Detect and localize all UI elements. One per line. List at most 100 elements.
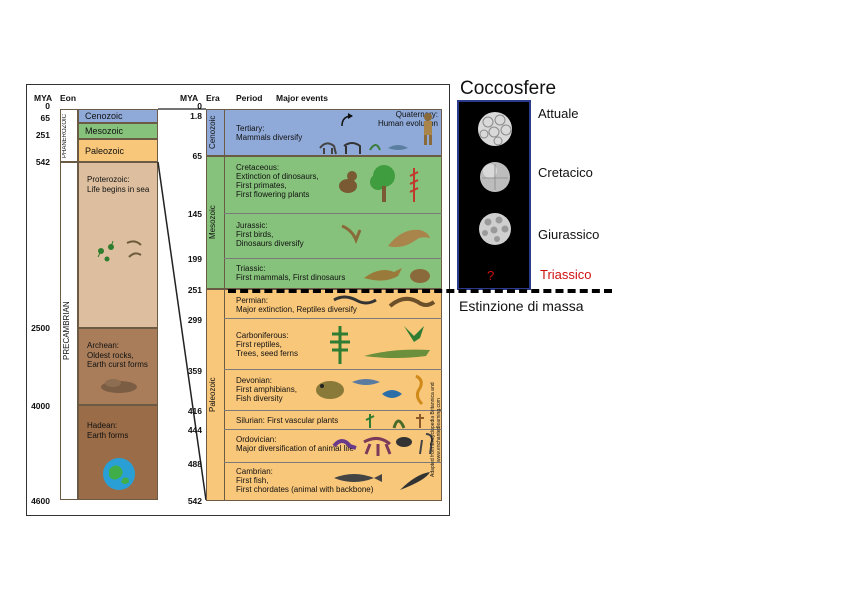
eon-archean-name: Archean: bbox=[87, 341, 120, 350]
tick-left: 542 bbox=[35, 157, 50, 167]
period-line: Dinosaurs diversify bbox=[236, 239, 304, 248]
label-giurassico: Giurassico bbox=[538, 227, 600, 242]
eon-proterozoic-desc: Life begins in sea bbox=[87, 185, 150, 194]
tick-right: 542 bbox=[187, 496, 202, 506]
period-separator bbox=[224, 318, 442, 319]
eon-proterozoic-name: Proterozoic: bbox=[87, 175, 130, 184]
phanerozoic-column bbox=[60, 109, 78, 162]
mammals-icon bbox=[319, 142, 408, 155]
header-eon: Eon bbox=[60, 93, 77, 103]
period-quaternary: Quaternary: Human evolution bbox=[360, 110, 438, 128]
mass-extinction-dashed-line bbox=[228, 289, 612, 293]
period-jurassic: Jurassic: First birds, Dinosaurs diversi… bbox=[236, 221, 304, 248]
credit-text-container: Adapted from Encyclopedia Britannica and… bbox=[430, 360, 442, 500]
eon-hadean-name: Hadean: bbox=[87, 421, 118, 430]
eon-hadean-box: Hadean: Earth forms bbox=[78, 405, 158, 500]
period-separator bbox=[224, 410, 442, 411]
cambrian-icons bbox=[334, 472, 430, 490]
tick-left: 4000 bbox=[31, 401, 50, 411]
era-mesozoic-vertical: Mesozoic bbox=[208, 205, 217, 240]
period-line: First reptiles, bbox=[236, 340, 282, 349]
period-line: First fish, bbox=[236, 476, 269, 485]
precambrian-column bbox=[60, 162, 78, 500]
period-line: Trees, seed ferns bbox=[236, 349, 298, 358]
tick-right: 251 bbox=[187, 285, 202, 295]
period-name: Carboniferous: bbox=[236, 331, 289, 340]
tick-right: 444 bbox=[187, 425, 202, 435]
tick-right: 199 bbox=[187, 254, 202, 264]
period-line: First mammals, First dinosaurs bbox=[236, 273, 346, 282]
era-cenozoic-vertical: Cenozoic bbox=[208, 115, 217, 150]
period-silurian: Silurian: First vascular plants bbox=[236, 416, 338, 425]
period-line: Human evolution bbox=[377, 119, 438, 128]
period-cambrian: Cambrian: First fish, First chordates (a… bbox=[236, 467, 373, 494]
credit-text: Adapted from Encyclopedia Britannica and… bbox=[430, 382, 442, 478]
tick-right: 65 bbox=[192, 151, 202, 161]
period-cretaceous: Cretaceous: Extinction of dinosaurs, Fir… bbox=[236, 163, 319, 199]
tick-right: 1.8 bbox=[190, 111, 202, 121]
eon-proterozoic-box: Proterozoic: Life begins in sea bbox=[78, 162, 158, 328]
period-separator bbox=[224, 258, 442, 259]
tick-right: 0 bbox=[197, 101, 202, 111]
period-triassic: Triassic: First mammals, First dinosaurs bbox=[236, 264, 345, 282]
header-period: Period bbox=[236, 93, 263, 103]
eon-hadean-desc: Earth forms bbox=[87, 431, 129, 440]
period-line: First flowering plants bbox=[236, 190, 310, 199]
period-separator bbox=[224, 429, 442, 430]
tick-left: 65 bbox=[40, 113, 50, 123]
label-attuale: Attuale bbox=[538, 106, 579, 121]
period-line: Mammals diversify bbox=[236, 133, 303, 142]
era-cenozoic-box: Cenozoic bbox=[78, 109, 158, 123]
rock-icon bbox=[101, 379, 137, 393]
mesozoic-band bbox=[206, 156, 442, 289]
mass-extinction-label: Estinzione di massa bbox=[459, 298, 584, 314]
coccosphere-cretaceous-icon bbox=[480, 162, 510, 192]
period-name: Devonian: bbox=[236, 376, 273, 385]
era-paleozoic-vertical: Paleozoic bbox=[208, 377, 217, 413]
period-name: Tertiary: bbox=[236, 124, 265, 133]
period-name: Silurian: bbox=[236, 416, 265, 425]
era-paleozoic-label: Paleozoic bbox=[85, 146, 125, 156]
period-devonian: Devonian: First amphibians, Fish diversi… bbox=[236, 376, 297, 403]
period-name: Cambrian: bbox=[236, 467, 273, 476]
header-mya-left: MYA bbox=[34, 93, 53, 103]
tick-left-0: 0 bbox=[45, 101, 50, 111]
permian-icons bbox=[333, 295, 436, 308]
period-ordovician: Ordovician: Major diversification of ani… bbox=[236, 435, 354, 453]
silurian-icons bbox=[365, 414, 424, 429]
period-tertiary: Tertiary: Mammals diversify bbox=[236, 124, 302, 142]
period-line: First primates, bbox=[236, 181, 287, 190]
label-cretacico: Cretacico bbox=[538, 165, 593, 180]
period-line: Extinction of dinosaurs, bbox=[236, 172, 319, 181]
zoom-connector bbox=[157, 108, 207, 501]
period-line: First amphibians, bbox=[236, 385, 297, 394]
tick-right: 299 bbox=[187, 315, 202, 325]
period-line: First vascular plants bbox=[267, 416, 339, 425]
coccosphere-modern-icon bbox=[478, 112, 512, 146]
eon-archean-box: Archean: Oldest rocks, Earth curst forms bbox=[78, 328, 158, 405]
period-separator bbox=[224, 213, 442, 214]
period-line: Fish diversity bbox=[236, 394, 283, 403]
period-name: Triassic: bbox=[236, 264, 266, 273]
period-separator bbox=[224, 462, 442, 463]
period-name: Ordovician: bbox=[236, 435, 277, 444]
eon-archean-desc2: Earth curst forms bbox=[87, 360, 148, 369]
era-cenozoic-label: Cenozoic bbox=[85, 111, 123, 121]
period-name: Quaternary: bbox=[395, 110, 438, 119]
header-major-events: Major events bbox=[276, 93, 328, 103]
human-icon bbox=[424, 113, 432, 145]
era-mesozoic-box: Mesozoic bbox=[78, 123, 158, 139]
era-paleozoic-box: Paleozoic bbox=[78, 139, 158, 162]
triassic-icons bbox=[364, 268, 430, 283]
ordovician-icons bbox=[332, 433, 434, 456]
period-name: Jurassic: bbox=[236, 221, 268, 230]
period-name: Permian: bbox=[236, 296, 269, 305]
coccosphere-jurassic-icon bbox=[479, 213, 511, 245]
period-line: Major extinction, Reptiles diversify bbox=[236, 305, 357, 314]
precambrian-label: PRECAMBRIAN bbox=[62, 301, 71, 361]
carboniferous-icons bbox=[330, 326, 430, 364]
tick-right: 416 bbox=[187, 406, 202, 416]
label-triassico: Triassico bbox=[540, 267, 592, 282]
tick-left: 251 bbox=[35, 130, 50, 140]
cretaceous-icons bbox=[339, 165, 419, 202]
